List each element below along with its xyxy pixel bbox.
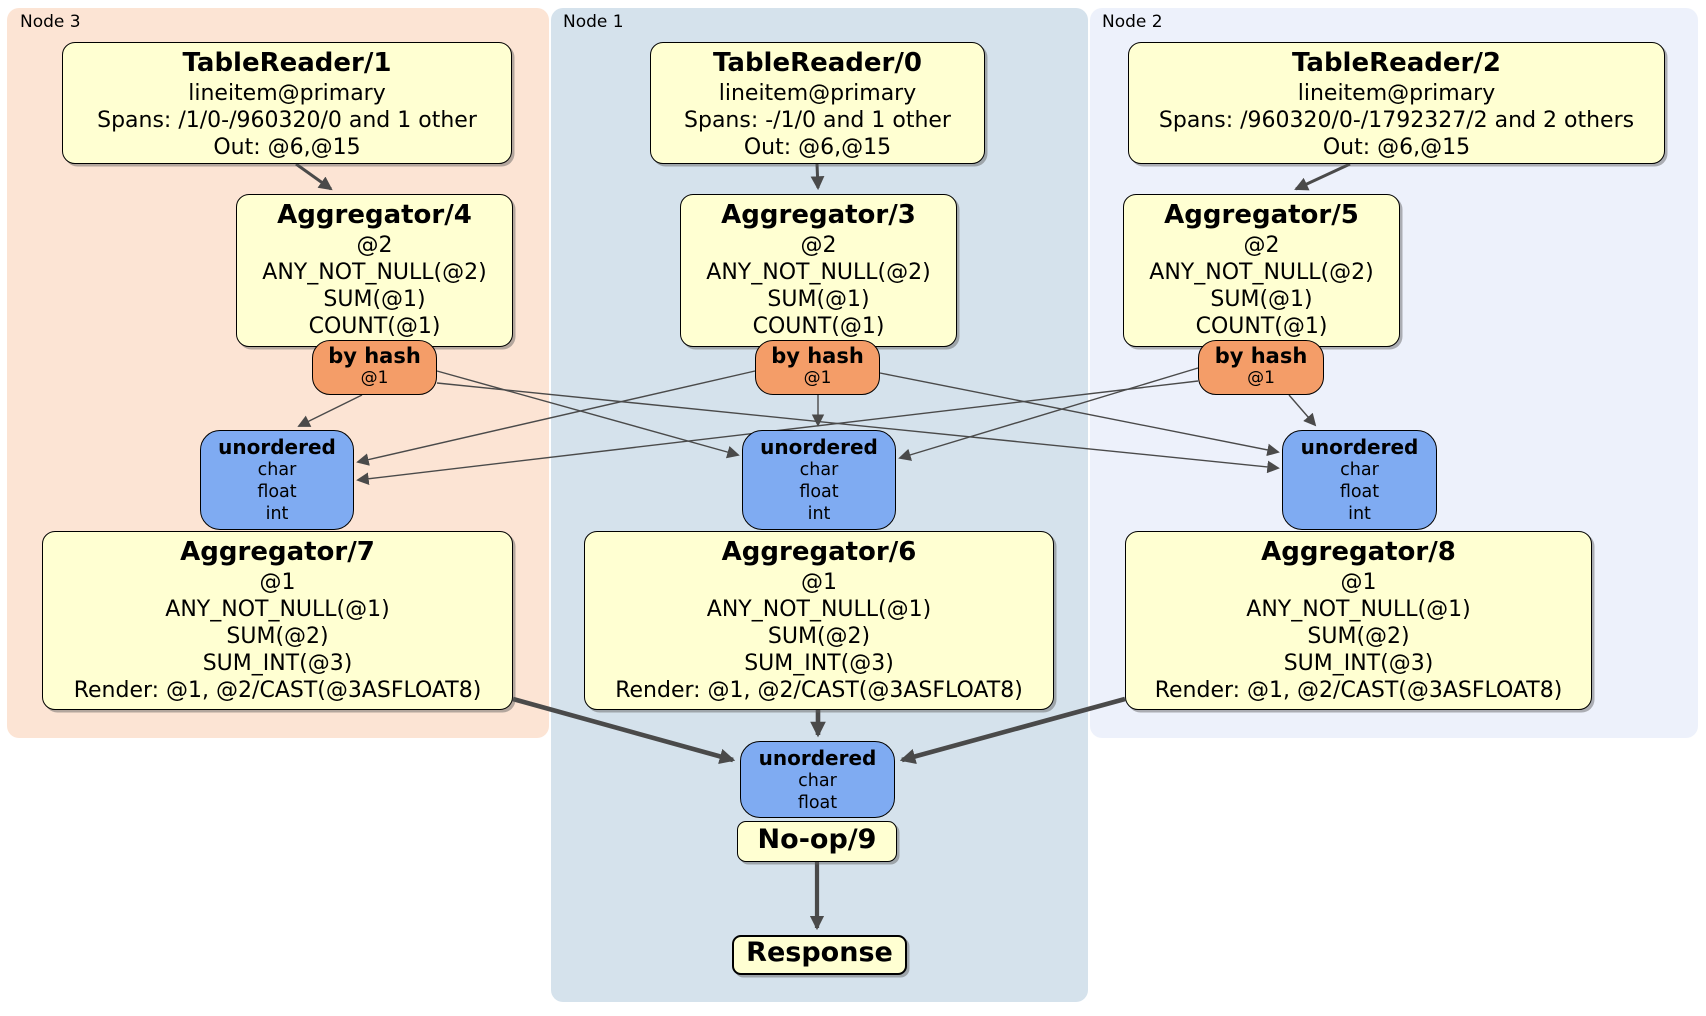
unordered-sync-left-title: unordered [218, 435, 336, 459]
tablereader-1-spans: Spans: /1/0-/960320/0 and 1 other [97, 108, 477, 133]
aggregator-5-fn1: ANY_NOT_NULL(@2) [1149, 260, 1374, 285]
sync-left-col2: float [257, 482, 297, 502]
node3-label: Node 3 [20, 12, 81, 32]
tablereader-1-box: TableReader/1 lineitem@primary Spans: /1… [62, 42, 512, 164]
unordered-sync-final: unordered char float [740, 741, 895, 818]
aggregator-6-title: Aggregator/6 [721, 537, 917, 567]
aggregator-7-fn2: SUM(@2) [226, 624, 329, 649]
response-box: Response [732, 935, 907, 975]
tablereader-1-title: TableReader/1 [182, 48, 392, 78]
tablereader-2-index: lineitem@primary [1297, 81, 1496, 106]
aggregator-7-fn3: SUM_INT(@3) [202, 651, 353, 676]
node2-label: Node 2 [1102, 12, 1163, 32]
aggregator-8-fn1: ANY_NOT_NULL(@1) [1246, 597, 1471, 622]
aggregator-5-fn3: COUNT(@1) [1195, 314, 1328, 339]
tablereader-1-index: lineitem@primary [188, 81, 386, 106]
aggregator-5-box: Aggregator/5 @2 ANY_NOT_NULL(@2) SUM(@1)… [1123, 194, 1400, 347]
sync-center-col2: float [799, 482, 839, 502]
aggregator-3-box: Aggregator/3 @2 ANY_NOT_NULL(@2) SUM(@1)… [680, 194, 957, 347]
aggregator-4-group: @2 [356, 233, 393, 258]
aggregator-8-group: @1 [1340, 570, 1377, 595]
unordered-sync-right-title: unordered [1300, 435, 1419, 459]
tablereader-2-out: Out: @6,@15 [1322, 135, 1471, 160]
aggregator-5-fn2: SUM(@1) [1210, 287, 1313, 312]
aggregator-7-fn1: ANY_NOT_NULL(@1) [165, 597, 390, 622]
aggregator-7-box: Aggregator/7 @1 ANY_NOT_NULL(@1) SUM(@2)… [42, 531, 513, 710]
sync-center-col1: char [799, 460, 839, 480]
aggregator-8-box: Aggregator/8 @1 ANY_NOT_NULL(@1) SUM(@2)… [1125, 531, 1592, 710]
response-title: Response [746, 937, 893, 968]
tablereader-0-title: TableReader/0 [713, 48, 922, 78]
unordered-sync-center: unordered char float int [742, 430, 896, 530]
tablereader-2-title: TableReader/2 [1292, 48, 1501, 78]
tablereader-0-spans: Spans: -/1/0 and 1 other [684, 108, 951, 133]
sync-right-col3: int [1348, 504, 1371, 524]
tablereader-0-box: TableReader/0 lineitem@primary Spans: -/… [650, 42, 985, 164]
hash-router-left-title: by hash [328, 344, 421, 368]
aggregator-6-fn1: ANY_NOT_NULL(@1) [706, 597, 932, 622]
aggregator-3-fn2: SUM(@1) [767, 287, 870, 312]
hash-router-center-title: by hash [771, 344, 864, 368]
aggregator-3-group: @2 [800, 233, 837, 258]
sync-right-col2: float [1339, 482, 1380, 502]
aggregator-6-fn2: SUM(@2) [767, 624, 871, 649]
hash-router-center: by hash @1 [755, 340, 880, 395]
aggregator-4-fn1: ANY_NOT_NULL(@2) [262, 260, 487, 285]
aggregator-6-box: Aggregator/6 @1 ANY_NOT_NULL(@1) SUM(@2)… [584, 531, 1054, 710]
hash-router-left: by hash @1 [312, 340, 437, 395]
sync-right-col1: char [1340, 460, 1379, 480]
aggregator-4-title: Aggregator/4 [277, 200, 472, 230]
tablereader-2-box: TableReader/2 lineitem@primary Spans: /9… [1128, 42, 1665, 164]
aggregator-7-render: Render: @1, @2/CAST(@3ASFLOAT8) [73, 678, 482, 703]
aggregator-8-fn2: SUM(@2) [1307, 624, 1410, 649]
noop-9-box: No-op/9 [737, 821, 897, 862]
unordered-sync-right: unordered char float int [1282, 430, 1437, 530]
aggregator-6-group: @1 [801, 570, 837, 595]
noop-9-title: No-op/9 [757, 824, 877, 855]
tablereader-2-spans: Spans: /960320/0-/1792327/2 and 2 others [1158, 108, 1635, 133]
aggregator-3-fn3: COUNT(@1) [752, 314, 885, 339]
hash-router-right-key: @1 [1247, 368, 1275, 388]
aggregator-7-title: Aggregator/7 [180, 537, 375, 567]
node1-label: Node 1 [563, 12, 624, 32]
unordered-sync-center-title: unordered [760, 435, 878, 459]
aggregator-8-fn3: SUM_INT(@3) [1283, 651, 1434, 676]
sync-center-col3: int [807, 504, 831, 524]
aggregator-6-render: Render: @1, @2/CAST(@3ASFLOAT8) [615, 678, 1023, 703]
aggregator-5-title: Aggregator/5 [1164, 200, 1359, 230]
aggregator-6-fn3: SUM_INT(@3) [744, 651, 894, 676]
aggregator-4-box: Aggregator/4 @2 ANY_NOT_NULL(@2) SUM(@1)… [236, 194, 513, 347]
hash-router-center-key: @1 [803, 368, 832, 388]
hash-router-right-title: by hash [1214, 344, 1308, 368]
aggregator-4-fn2: SUM(@1) [323, 287, 426, 312]
tablereader-0-index: lineitem@primary [718, 81, 917, 106]
tablereader-0-out: Out: @6,@15 [743, 135, 892, 160]
tablereader-1-out: Out: @6,@15 [213, 135, 361, 160]
unordered-sync-final-title: unordered [758, 746, 877, 770]
aggregator-7-group: @1 [259, 570, 296, 595]
unordered-sync-left: unordered char float int [200, 430, 354, 530]
hash-router-right: by hash @1 [1198, 340, 1324, 395]
sync-final-col2: float [797, 793, 838, 813]
hash-router-left-key: @1 [360, 368, 389, 388]
aggregator-4-fn3: COUNT(@1) [308, 314, 441, 339]
aggregator-5-group: @2 [1243, 233, 1280, 258]
aggregator-3-fn1: ANY_NOT_NULL(@2) [706, 260, 931, 285]
aggregator-8-render: Render: @1, @2/CAST(@3ASFLOAT8) [1154, 678, 1563, 703]
sync-left-col1: char [257, 460, 297, 480]
aggregator-3-title: Aggregator/3 [721, 200, 916, 230]
aggregator-8-title: Aggregator/8 [1261, 537, 1456, 567]
sync-left-col3: int [265, 504, 289, 524]
sync-final-col1: char [798, 771, 837, 791]
